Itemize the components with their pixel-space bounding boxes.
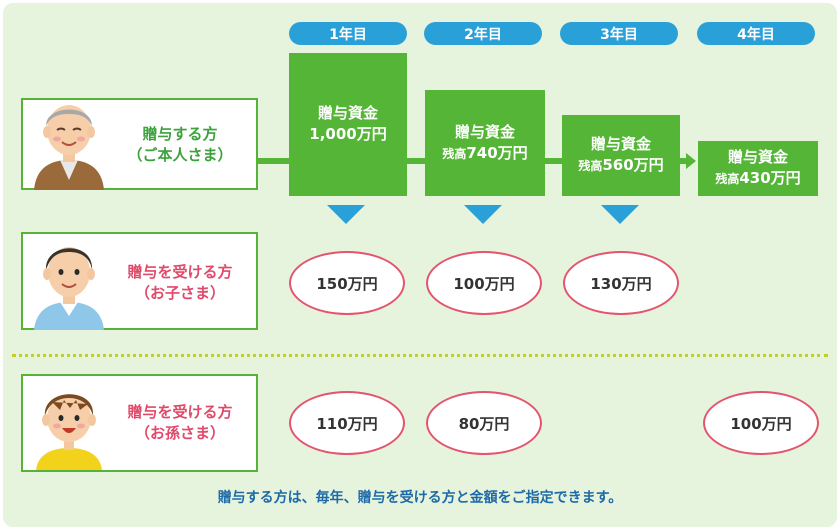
down-arrow-icon [327, 205, 365, 224]
grandchild-amount-year-2: 80万円 [426, 391, 542, 455]
child-amount-year-2: 100万円 [426, 251, 542, 315]
grandchild-label: 贈与を受ける方 （お孫さま） [108, 402, 252, 444]
child-amount-year-3: 130万円 [563, 251, 679, 315]
footer-note: 贈与する方は、毎年、贈与を受ける方と金額をご指定できます。 [0, 487, 840, 507]
connector-line [544, 158, 564, 164]
fund-box-year-4: 贈与資金 残高430万円 [698, 141, 818, 196]
arrow-right-icon [686, 153, 696, 169]
grandchild-amount-year-1: 110万円 [289, 391, 405, 455]
dotted-separator [12, 354, 828, 357]
connector-line [258, 158, 290, 164]
down-arrow-icon [464, 205, 502, 224]
grandchild-amount-year-4: 100万円 [703, 391, 819, 455]
fund-box-year-1: 贈与資金 1,000万円 [289, 53, 407, 196]
giver-label: 贈与する方 （ご本人さま） [112, 124, 248, 166]
connector-line [406, 158, 426, 164]
elderly-man-icon [30, 94, 108, 190]
year-1-pill: 1年目 [289, 22, 407, 45]
year-4-pill: 4年目 [697, 22, 815, 45]
child-amount-year-1: 150万円 [289, 251, 405, 315]
boy-icon [30, 376, 108, 470]
down-arrow-icon [601, 205, 639, 224]
fund-box-year-3: 贈与資金 残高560万円 [562, 115, 680, 196]
fund-box-year-2: 贈与資金 残高740万円 [425, 90, 545, 196]
man-icon [30, 232, 108, 330]
year-2-pill: 2年目 [424, 22, 542, 45]
year-3-pill: 3年目 [560, 22, 678, 45]
child-label: 贈与を受ける方 （お子さま） [108, 262, 252, 304]
